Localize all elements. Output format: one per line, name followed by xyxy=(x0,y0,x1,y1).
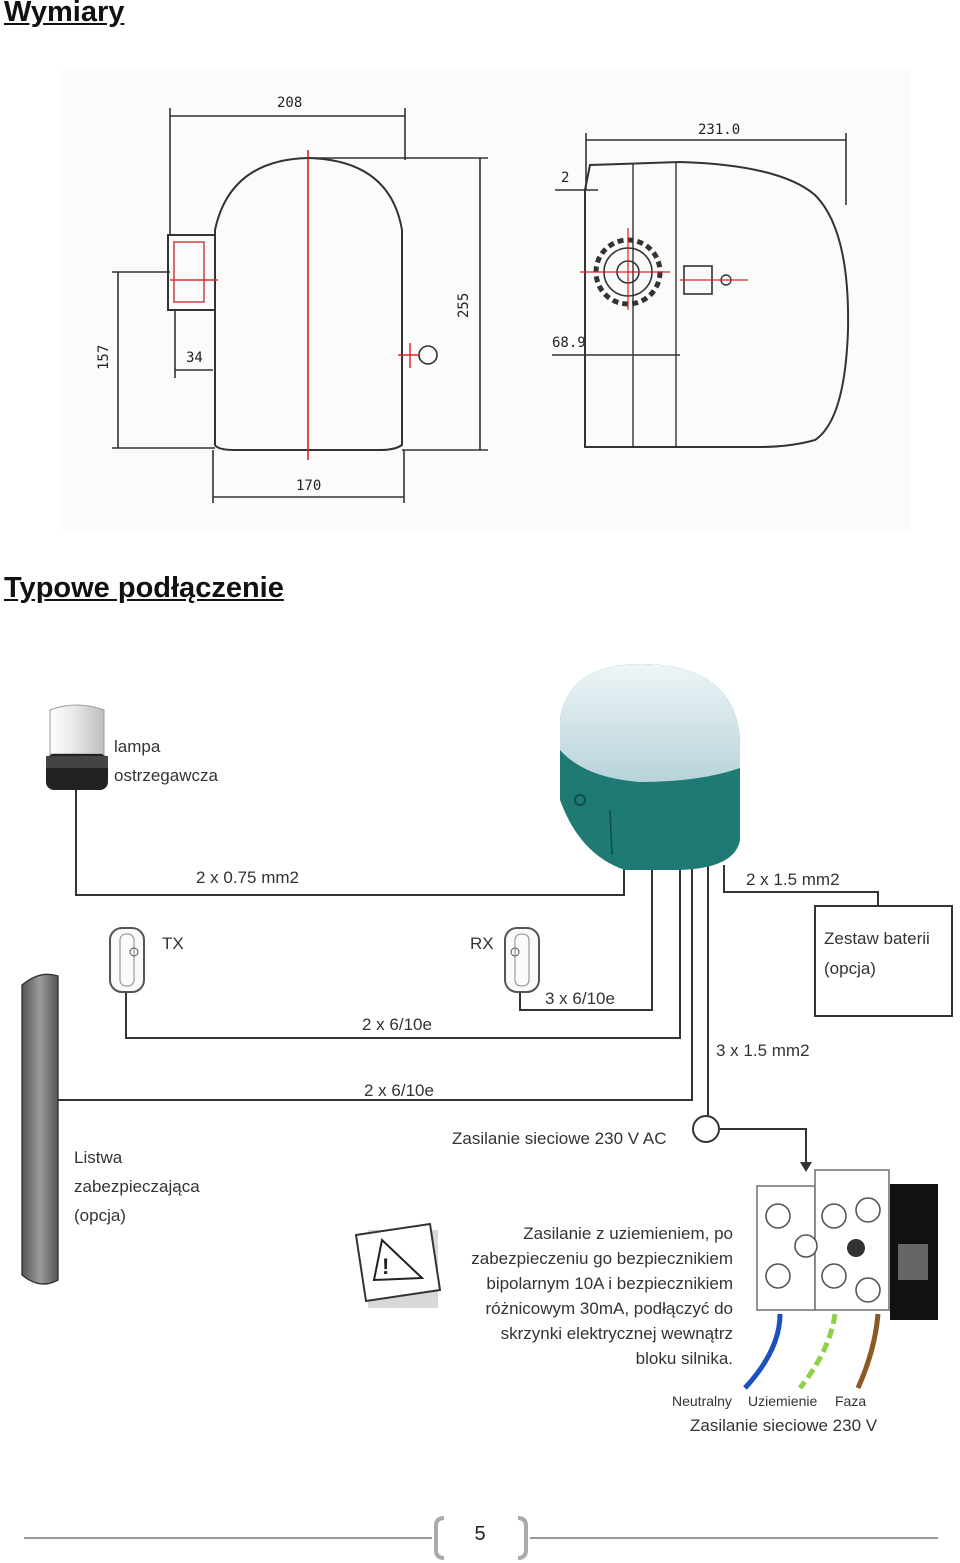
mains-label: Zasilanie sieciowe 230 V AC xyxy=(452,1129,667,1148)
side-view: 231.0 2 68.9 xyxy=(552,122,850,448)
mains-connector xyxy=(692,1115,720,1143)
section-heading-dimensions: Wymiary xyxy=(4,0,125,28)
warning-text-block: Zasilanie z uziemieniem, po zabezpieczen… xyxy=(471,1224,733,1368)
warning-line: skrzynki elektrycznej wewnątrz xyxy=(501,1324,733,1343)
tx-cable-label: 2 x 6/10e xyxy=(362,1015,432,1034)
warning-lamp xyxy=(46,704,108,790)
wire-ground-label: Uziemienie xyxy=(748,1393,817,1409)
battery-kit-box xyxy=(814,905,953,1017)
wire-neutral-label: Neutralny xyxy=(672,1393,732,1409)
dim-front-width-top: 208 xyxy=(277,95,302,111)
warning-line: Zasilanie z uziemieniem, po xyxy=(523,1224,733,1243)
edge-label-line2: zabezpieczająca xyxy=(74,1177,200,1196)
front-view: 208 255 157 34 170 xyxy=(96,95,488,503)
terminal-block xyxy=(756,1169,938,1320)
battery-label-line2: (opcja) xyxy=(824,959,876,978)
dim-side-offset: 2 xyxy=(561,170,569,186)
edge-label-line1: Listwa xyxy=(74,1148,123,1167)
gate-motor-unit xyxy=(560,664,740,870)
wire-phase-label: Faza xyxy=(835,1393,866,1409)
wiring-diagram: lampa ostrzegawcza 2 x 0.75 mm2 2 x 1.5 … xyxy=(21,664,953,1435)
phase-wire xyxy=(855,1313,881,1390)
lamp-cable-label: 2 x 0.75 mm2 xyxy=(196,868,299,887)
page-number: 5 xyxy=(474,1523,486,1545)
dim-bottom-width: 170 xyxy=(296,478,321,494)
battery-cable-label: 2 x 1.5 mm2 xyxy=(746,870,840,889)
lamp-label-line1: lampa xyxy=(114,737,161,756)
tx-photocell xyxy=(109,927,145,993)
dimensions-drawing: 208 255 157 34 170 xyxy=(60,70,910,530)
dim-left-height: 157 xyxy=(96,345,112,370)
battery-label-line1: Zestaw baterii xyxy=(824,929,930,948)
safety-edge-post xyxy=(21,973,59,1285)
dim-side-height: 68.9 xyxy=(552,335,586,351)
warning-line: bloku silnika. xyxy=(636,1349,733,1368)
power-cable-label: 3 x 1.5 mm2 xyxy=(716,1041,810,1060)
lamp-label-line2: ostrzegawcza xyxy=(114,766,218,785)
dim-bracket-width: 34 xyxy=(186,350,203,366)
warning-sign-icon: ! xyxy=(354,1222,442,1308)
warning-line: zabezpieczeniu go bezpiecznikiem xyxy=(471,1249,733,1268)
edge-label-line3: (opcja) xyxy=(74,1206,126,1225)
warning-line: bipolarnym 10A i bezpiecznikiem xyxy=(486,1274,733,1293)
neutral-wire xyxy=(743,1313,783,1390)
dim-side-width: 231.0 xyxy=(698,122,740,138)
rx-label: RX xyxy=(470,934,494,953)
dim-height: 255 xyxy=(456,293,472,318)
svg-text:!: ! xyxy=(382,1254,389,1279)
page-footer xyxy=(24,1516,938,1560)
edge-cable-label: 2 x 6/10e xyxy=(364,1081,434,1100)
section-heading-typical-connection: Typowe podłączenie xyxy=(4,572,284,604)
bottom-power-label: Zasilanie sieciowe 230 V xyxy=(690,1416,878,1435)
tx-label: TX xyxy=(162,934,184,953)
rx-photocell xyxy=(504,927,540,993)
ground-wire xyxy=(798,1313,838,1390)
rx-cable-label: 3 x 6/10e xyxy=(545,989,615,1008)
warning-line: różnicowym 30mA, podłączyć do xyxy=(485,1299,733,1318)
